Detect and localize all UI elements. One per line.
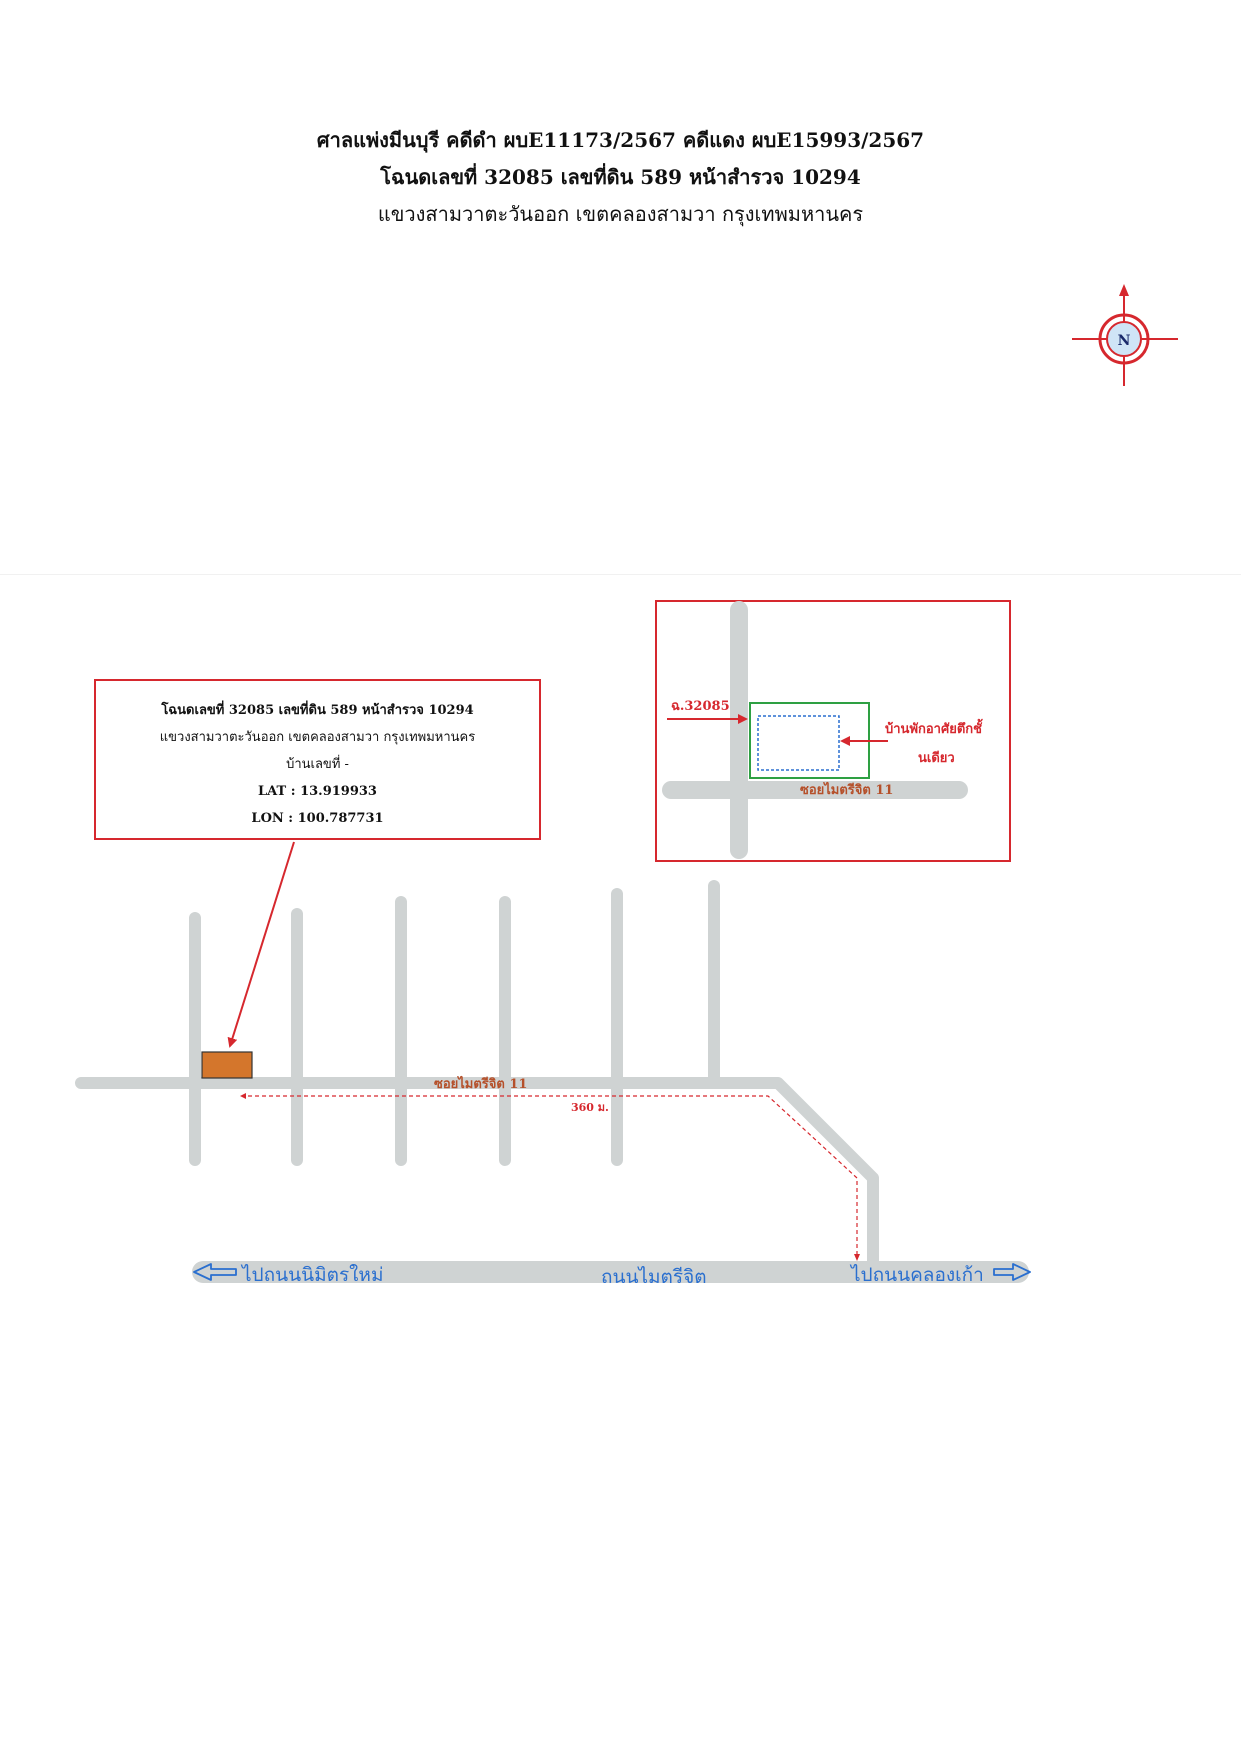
compass-north-label: N [1118,333,1131,349]
court-case-line: ศาลแพ่งมีนบุรี คดีดำ ผบE11173/2567 คดีแด… [316,128,925,152]
info-deed-line: โฉนดเลขที่ 32085 เลขที่ดิน 589 หน้าสำรวจ… [161,703,474,718]
location-line: แขวงสามวาตะวันออก เขตคลองสามวา กรุงเทพมห… [377,202,864,226]
main-map: ซอยไมตรีจิต 11 360 ม. ไปถนนนิมิตรใหม่ ถน… [75,841,1031,1288]
route-arrow-down [854,1254,860,1261]
info-location-line: แขวงสามวาตะวันออก เขตคลองสามวา กรุงเทพมห… [159,730,476,745]
info-longitude: LON : 100.787731 [251,811,384,826]
inset-house-outline [757,715,840,771]
inset-soi-label: ซอยไมตรีจิต 11 [800,781,893,798]
right-destination-label: ไปถนนคลองเก้า [849,1264,984,1286]
right-arrow-icon [993,1263,1031,1281]
inset-house-label-2: นเดียว [918,750,955,766]
route-arrow-left [240,1093,246,1099]
deed-number-line: โฉนดเลขที่ 32085 เลขที่ดิน 589 หน้าสำรวจ… [380,165,861,189]
inset-map: ฉ.32085 บ้านพักอาศัยตึกชั้ นเดียว ซอยไมต… [655,600,1011,862]
property-plot [201,1051,253,1079]
soi-road [75,1077,879,1271]
soi-label: ซอยไมตรีจิต 11 [434,1075,527,1092]
info-house-number: บ้านเลขที่ - [286,757,349,772]
pointer-arrow [227,841,295,1048]
main-road-label: ถนนไมตรีจิต [601,1266,707,1288]
left-destination-label: ไปถนนนิมิตรใหม่ [240,1264,383,1286]
left-arrow-icon [193,1263,237,1281]
distance-label: 360 ม. [571,1101,609,1114]
page-fold-line [0,574,1241,575]
north-compass-icon: N [1072,284,1178,386]
inset-house-label-1: บ้านพักอาศัยตึกชั้ [885,718,983,737]
document-header: ศาลแพ่งมีนบุรี คดีดำ ผบE11173/2567 คดีแด… [0,122,1241,233]
info-latitude: LAT : 13.919933 [258,784,377,799]
route-dashed [245,1095,858,1255]
inset-deed-label: ฉ.32085 [671,699,730,714]
property-info-box: โฉนดเลขที่ 32085 เลขที่ดิน 589 หน้าสำรวจ… [94,679,541,840]
